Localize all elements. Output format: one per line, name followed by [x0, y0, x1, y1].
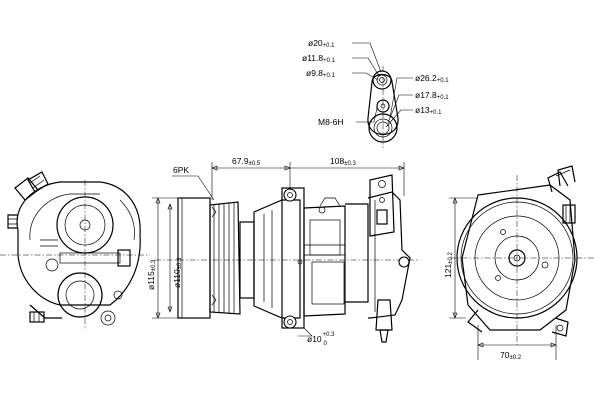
label-pulley-offset: 67.9±0.5: [232, 156, 261, 167]
label-port-right-bore: ø13+0.1: [415, 105, 442, 116]
pulley-grooves: [209, 201, 241, 315]
label-body-length: 108±0.3: [330, 156, 356, 167]
label-height: 121±0.2: [443, 252, 454, 278]
side-view: [155, 174, 420, 343]
label-port-top-bore: ø9.8+0.1: [306, 68, 336, 79]
label-port-top-inner: ø11.8+0.1: [302, 53, 336, 64]
front-view: [450, 165, 595, 345]
label-thread: M8-6H: [318, 117, 344, 127]
label-clutch-dia: ø110±0.3: [172, 257, 183, 288]
label-port-right-dia: ø26.2+0.1: [415, 73, 449, 84]
label-width: 70±0.2: [500, 350, 522, 361]
rear-view: [0, 171, 150, 330]
port-detail: [352, 42, 413, 148]
label-belt: 6PK: [173, 165, 189, 175]
dimension-lines: [152, 162, 557, 360]
label-port-right-inner: ø17.8+0.1: [415, 90, 449, 101]
label-port-top-dia: ø20+0.1: [308, 38, 335, 49]
dimension-labels: ø20+0.1 ø11.8+0.1 ø9.8+0.1 M8-6H ø26.2+0…: [146, 38, 522, 361]
label-pulley-dia: ø115±0.3: [146, 259, 157, 290]
